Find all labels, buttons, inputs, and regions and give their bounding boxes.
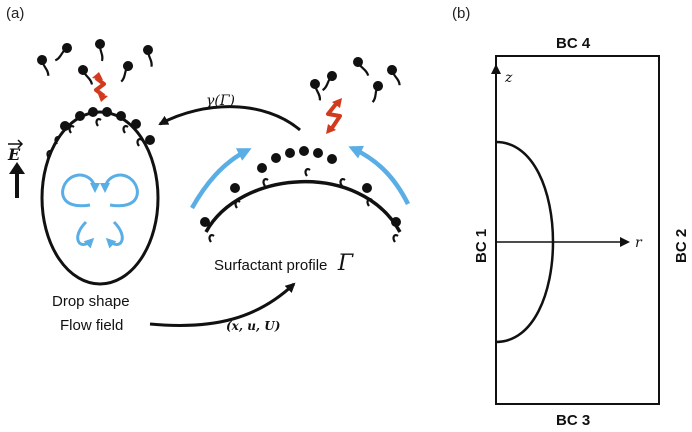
- exchange-arrow-left: [92, 72, 108, 102]
- z-axis-label: z: [504, 70, 513, 86]
- drop-shape-label: Drop shape: [52, 293, 130, 310]
- drop-outline: [40, 110, 160, 286]
- bc-left-label: BC 1: [473, 229, 490, 263]
- panel-b-label: (b): [452, 5, 470, 22]
- bc-bottom-label: BC 3: [556, 412, 590, 429]
- free-surfactants-right: [307, 53, 406, 105]
- r-axis-label: r: [635, 235, 643, 251]
- bc-right-label: BC 2: [673, 229, 690, 263]
- panel-a-label: (a): [6, 5, 24, 22]
- exchange-arrow-right: [326, 98, 342, 134]
- flow-field-label: Flow field: [60, 317, 123, 334]
- adsorbed-surfactants-arc: [200, 146, 401, 244]
- interface-arc: [204, 179, 402, 233]
- arrow-state-label: (x, u, U): [226, 319, 280, 333]
- half-drop: [495, 140, 555, 344]
- arrow-gamma-label: γ(Γ): [206, 93, 235, 109]
- surfactant-profile-label: Surfactant profile Γ: [214, 251, 354, 276]
- bc-top-label: BC 4: [556, 35, 591, 52]
- electric-field: E: [7, 139, 25, 198]
- adsorbed-surfactants-drop: [46, 107, 155, 160]
- flow-arrow-left: [190, 147, 252, 210]
- domain-box: [495, 55, 660, 405]
- internal-flow: [61, 173, 139, 249]
- flow-arrow-right: [348, 145, 411, 206]
- arrow-gamma: [158, 105, 301, 132]
- field-label: E: [7, 145, 21, 164]
- arrow-state: [149, 282, 296, 327]
